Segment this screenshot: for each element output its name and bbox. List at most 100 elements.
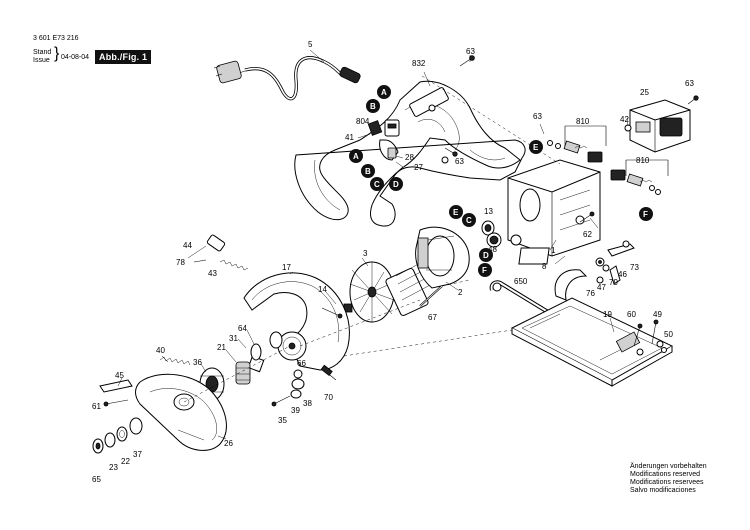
part-label-5: 5	[308, 40, 313, 49]
part-label-19: 19	[603, 310, 612, 319]
note-english: Modifications reserved	[630, 471, 701, 478]
marker-e-field: E	[449, 205, 463, 219]
part-label-23: 23	[109, 463, 118, 472]
part-label-66: 66	[297, 359, 306, 368]
label-plate	[518, 247, 550, 265]
marker-a-switch: A	[349, 149, 363, 163]
svg-text:C: C	[466, 216, 472, 225]
note-german: Änderungen vorbehalten	[630, 463, 707, 470]
svg-text:E: E	[533, 143, 539, 152]
note-french: Modifications reservees	[630, 479, 704, 486]
part-label-35: 35	[278, 416, 287, 425]
part-label-49: 49	[653, 310, 662, 319]
svg-text:B: B	[370, 102, 376, 111]
part-label-26: 26	[224, 439, 233, 448]
part-label-67: 67	[428, 313, 437, 322]
part-label-810-lower: 810	[636, 156, 650, 165]
svg-text:D: D	[393, 180, 399, 189]
part-label-65: 65	[92, 475, 101, 484]
svg-text:D: D	[483, 251, 489, 260]
svg-text:F: F	[482, 266, 487, 275]
marker-c-switch: C	[370, 177, 384, 191]
part-label-63-right: 63	[533, 112, 542, 121]
handle-housing	[294, 80, 526, 227]
hex-key	[489, 280, 550, 314]
part-label-38: 38	[303, 399, 312, 408]
note-spanish: Salvo modificaciones	[630, 487, 696, 494]
field-coil	[415, 226, 470, 289]
part-label-60: 60	[627, 310, 636, 319]
figure-label: Abb./Fig. 1	[95, 50, 152, 64]
marker-d-field: D	[479, 248, 493, 262]
part-label-1: 1	[551, 246, 556, 255]
marker-f-brush: F	[639, 207, 653, 221]
part-label-50: 50	[664, 330, 673, 339]
issue-label: Issue	[33, 57, 50, 64]
part-label-70: 70	[324, 393, 333, 402]
part-label-44: 44	[183, 241, 192, 250]
document-number: 3 601 E73 216	[33, 35, 79, 42]
leader-lines	[117, 49, 629, 440]
part-label-810-upper: 810	[576, 117, 590, 126]
part-label-45: 45	[115, 371, 124, 380]
svg-text:A: A	[353, 152, 359, 161]
part-label-13: 13	[484, 207, 493, 216]
marker-b-cord: B	[366, 99, 380, 113]
part-label-28: 28	[405, 153, 414, 162]
bearing-13-48	[481, 220, 522, 248]
brush-holder-lower	[610, 159, 669, 195]
part-label-43: 43	[208, 269, 217, 278]
part-label-25: 25	[640, 88, 649, 97]
svg-text:F: F	[643, 210, 648, 219]
spindle-parts	[235, 331, 283, 385]
part-label-804: 804	[356, 117, 370, 126]
marker-d-switch: D	[389, 177, 403, 191]
part-labels: 5 63 832 804 41 28 27 63 63 810 25 63 42…	[92, 40, 694, 484]
part-label-40: 40	[156, 346, 165, 355]
lever-45	[99, 379, 133, 407]
part-label-21: 21	[217, 343, 226, 352]
marker-c-field: C	[462, 213, 476, 227]
connector-markers: A B A B C D E F	[349, 85, 653, 277]
brush-holder-upper	[547, 125, 607, 163]
svg-text:E: E	[453, 208, 459, 217]
guard-screws	[247, 307, 343, 381]
part-label-62: 62	[583, 230, 592, 239]
switch-assembly	[367, 119, 400, 161]
part-label-39: 39	[291, 406, 300, 415]
long-screw	[419, 285, 443, 307]
svg-text:A: A	[381, 88, 387, 97]
power-cord	[213, 56, 361, 101]
lever-parts	[595, 240, 635, 285]
part-label-14: 14	[318, 285, 327, 294]
part-label-63-top: 63	[466, 47, 475, 56]
part-label-17: 17	[282, 263, 291, 272]
screw-62	[579, 211, 595, 223]
blade-guard	[243, 272, 350, 371]
part-label-47: 47	[597, 283, 606, 292]
part-label-36: 36	[193, 358, 202, 367]
issue-date: 04-08-04	[61, 54, 90, 61]
part-label-27: 27	[414, 163, 423, 172]
blade-flange-stack	[92, 417, 143, 454]
motor-housing	[507, 159, 601, 257]
part-label-832: 832	[412, 59, 426, 68]
part-label-8: 8	[542, 262, 547, 271]
marker-e-brush: E	[529, 140, 543, 154]
part-label-650: 650	[514, 277, 528, 286]
lower-blade-guard	[135, 373, 227, 451]
part-label-63-module: 63	[685, 79, 694, 88]
alignment-lines	[183, 75, 561, 403]
base-plate	[510, 269, 674, 387]
base-fasteners	[633, 319, 667, 353]
part-label-42: 42	[620, 115, 629, 124]
part-label-2: 2	[458, 288, 463, 297]
part-label-79: 79	[609, 278, 618, 287]
marker-f-field: F	[478, 263, 492, 277]
part-label-22: 22	[121, 457, 130, 466]
part-label-61: 61	[92, 402, 101, 411]
guard-spring	[193, 234, 249, 271]
modification-notes: Änderungen vorbehalten Modifications res…	[630, 463, 707, 495]
marker-b-switch: B	[361, 164, 375, 178]
